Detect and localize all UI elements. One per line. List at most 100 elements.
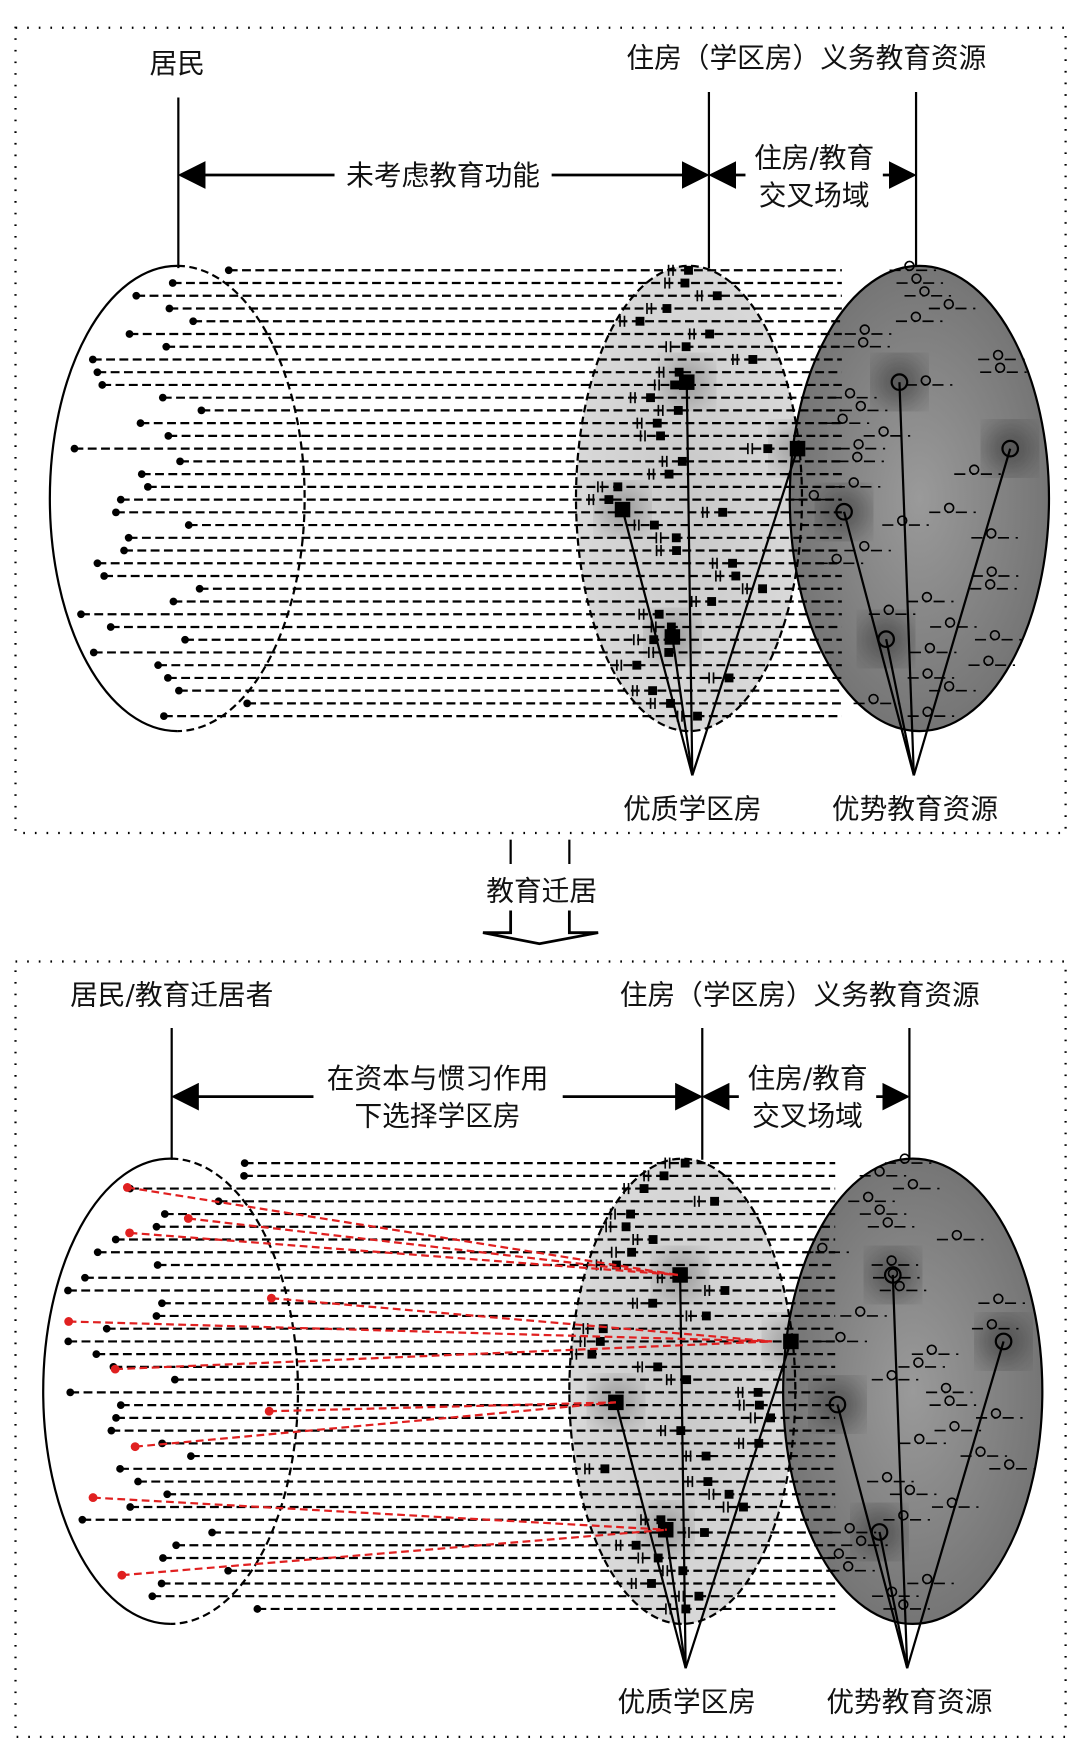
edu-marker <box>855 400 867 412</box>
house-marker <box>631 1540 641 1550</box>
quality-house-pointer <box>614 1402 687 1669</box>
resident-dot <box>169 597 178 606</box>
house-marker <box>700 1528 709 1537</box>
resident-dot <box>176 457 184 466</box>
house-marker <box>763 444 773 454</box>
resident-dot <box>116 1464 124 1473</box>
edu-marker <box>881 1471 893 1483</box>
resident-dot <box>162 342 171 351</box>
edu-marker <box>1003 1459 1015 1470</box>
quality-house-pointer <box>679 1274 687 1669</box>
quality-house-marker <box>614 501 631 518</box>
resident-dot <box>164 674 172 682</box>
house-marker <box>684 265 693 275</box>
house-marker <box>703 1477 713 1486</box>
edu-marker <box>844 1522 855 1534</box>
advantage-edu-marker <box>828 1395 847 1414</box>
edu-marker <box>835 1331 846 1343</box>
edu-marker <box>990 1408 1002 1419</box>
resident-dot <box>168 279 177 287</box>
house-outline <box>568 1157 797 1625</box>
panel-border <box>14 960 1067 1738</box>
edu-marker <box>842 1561 854 1572</box>
house-marker <box>648 1235 658 1244</box>
residents-outline <box>42 1157 171 1625</box>
house-marker <box>646 393 655 403</box>
edu-marker <box>883 604 895 616</box>
house-marker <box>662 304 672 313</box>
resident-dot <box>106 623 115 631</box>
house-marker <box>754 1400 764 1410</box>
house-marker <box>701 1311 711 1321</box>
edu-marker <box>993 1293 1004 1305</box>
edu-marker <box>857 337 869 348</box>
migrant-dot <box>266 1293 276 1303</box>
edu-marker <box>854 1306 866 1317</box>
house-marker <box>647 1579 656 1588</box>
edu-marker <box>904 1484 916 1496</box>
resident-dot <box>181 635 189 644</box>
span-left-label: 未考虑教育功能 <box>346 159 540 192</box>
house-marker <box>666 622 676 632</box>
edu-marker <box>907 1178 919 1190</box>
advantage-edu-marker <box>835 502 853 521</box>
advantage-edu-pointer <box>891 1274 909 1669</box>
house-marker <box>632 660 642 670</box>
house-marker <box>766 1413 775 1423</box>
house-marker <box>600 1464 610 1474</box>
resident-dot <box>112 508 120 517</box>
hotspot <box>861 614 911 664</box>
house-marker <box>649 520 659 530</box>
resident-dot <box>175 686 183 695</box>
edu-marker <box>868 693 879 705</box>
edu-marker <box>808 489 820 501</box>
resident-dot <box>107 1426 116 1435</box>
resident-dot <box>120 546 128 555</box>
house-marker <box>728 558 737 568</box>
house-marker <box>681 342 691 352</box>
house-marker <box>621 1222 631 1232</box>
resident-dot <box>64 1286 72 1295</box>
resident-dot <box>100 572 109 580</box>
edu-marker <box>920 375 932 386</box>
span-right-label-2: 交叉场域 <box>752 1099 863 1132</box>
house-marker <box>659 1171 669 1181</box>
span-left-label-1: 在资本与惯习作用 <box>327 1062 549 1095</box>
edu-marker <box>986 528 997 539</box>
edu-marker <box>994 362 1006 374</box>
edu-marker <box>943 298 955 310</box>
quality-house-pointer <box>684 1341 792 1669</box>
resident-dot <box>159 1554 167 1562</box>
top-scene <box>48 260 1051 776</box>
panel-border <box>14 26 1067 835</box>
advantage-edu-pointer <box>885 638 915 776</box>
house-marker <box>626 1209 635 1219</box>
quality-house-marker <box>672 1267 688 1283</box>
resident-dot <box>154 661 162 670</box>
quality-house-pointer <box>691 448 799 776</box>
migration-line <box>129 1231 678 1277</box>
resident-dot <box>224 1566 233 1575</box>
resident-dot <box>116 1401 125 1409</box>
migration-line <box>135 1401 616 1448</box>
edu-marker <box>984 579 996 590</box>
migrant-dot <box>117 1570 127 1580</box>
resident-dot <box>64 1337 73 1346</box>
resident-dot <box>165 304 174 313</box>
resident-dot <box>88 355 97 364</box>
resident-dot <box>157 1579 166 1588</box>
migration-label: 教育迁居 <box>486 875 597 908</box>
resident-dot <box>93 368 102 377</box>
house-marker <box>612 1260 621 1270</box>
resident-dot <box>197 406 206 415</box>
house-marker <box>701 1451 711 1461</box>
resident-dot <box>143 482 152 491</box>
migration-line <box>92 1496 667 1531</box>
edu-marker <box>983 655 994 667</box>
edu-marker <box>968 464 980 475</box>
edu-marker <box>898 1599 909 1610</box>
edu-marker <box>913 1357 924 1368</box>
house-marker <box>680 278 690 288</box>
house-marker <box>677 456 687 466</box>
resident-dot <box>184 521 193 529</box>
